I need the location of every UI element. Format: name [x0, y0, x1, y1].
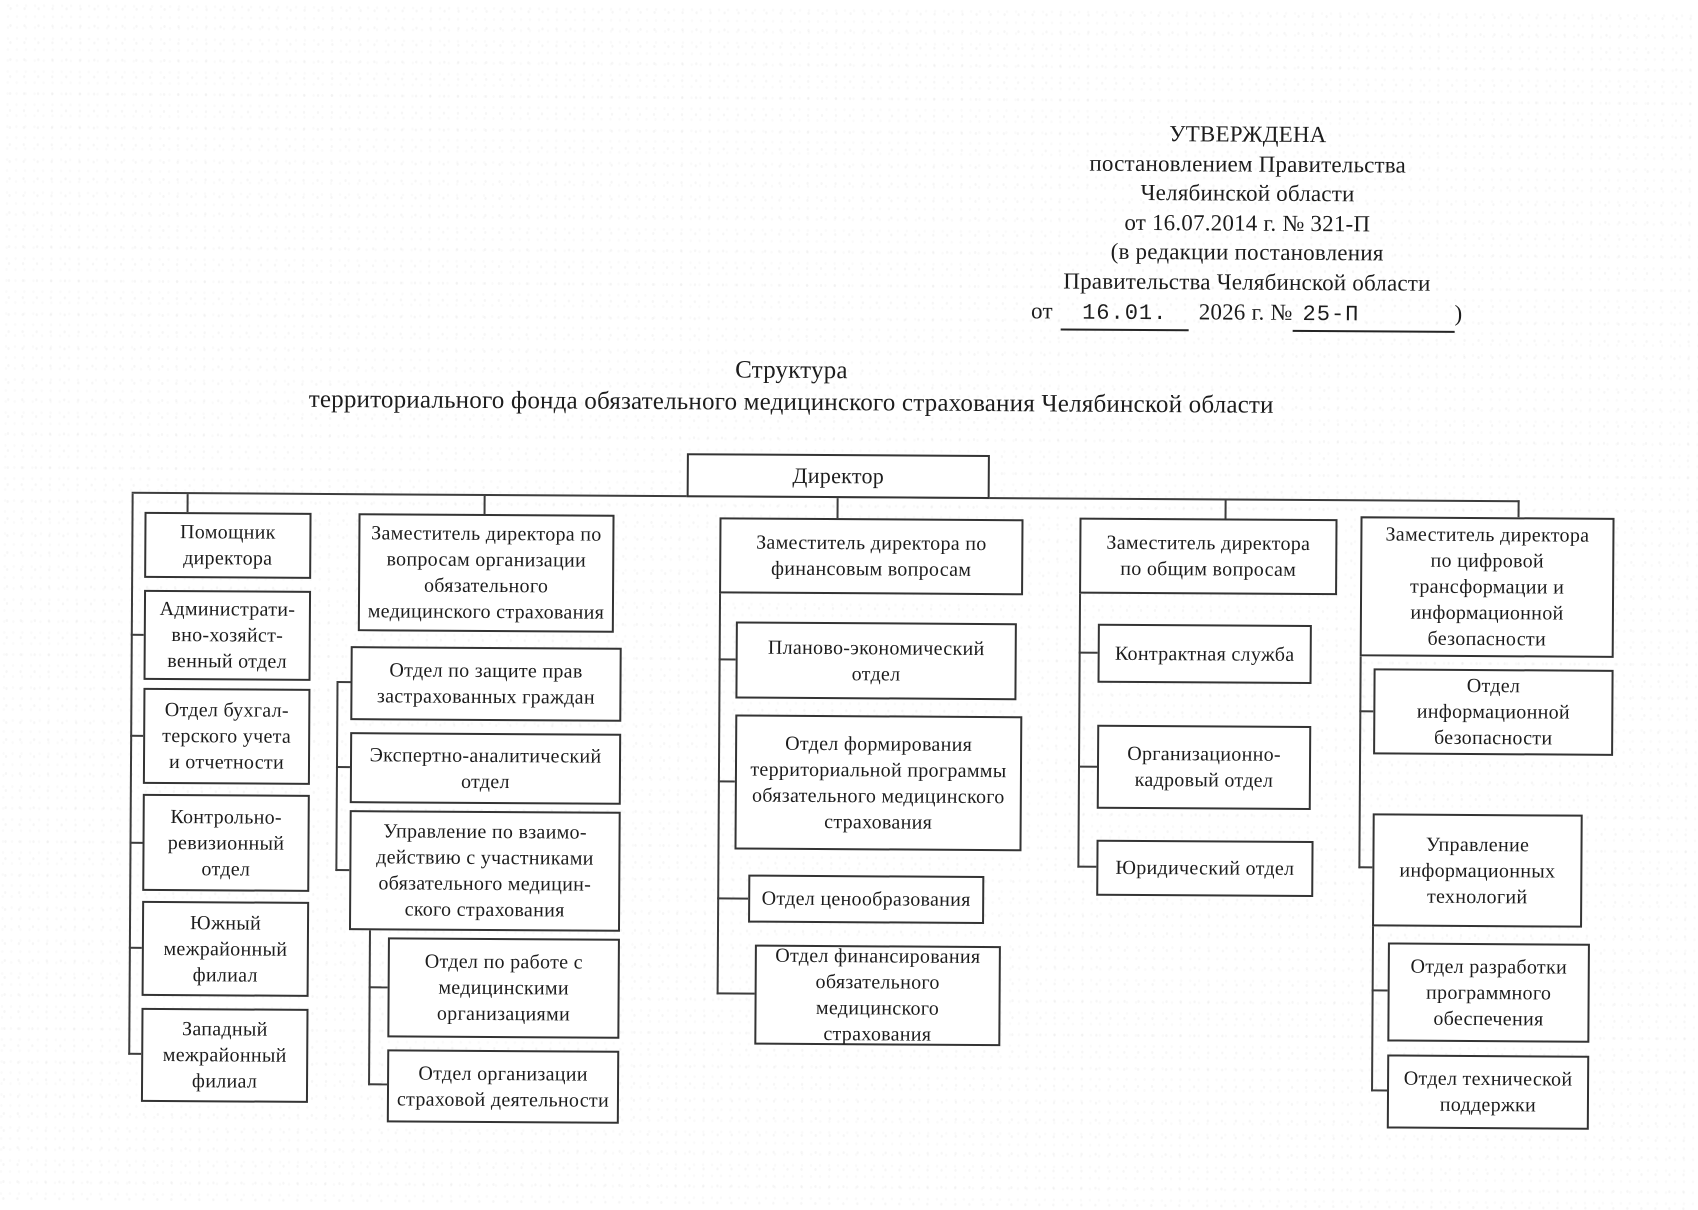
- connector: [368, 986, 388, 989]
- box-organizational-hr-dept: Организационно- кадровый отдел: [1096, 724, 1312, 811]
- box-information-security-dept: Отдел информационной безопасности: [1373, 668, 1614, 756]
- box-software-development-dept: Отдел разработки программного обеспечени…: [1387, 942, 1590, 1043]
- box-insured-rights-protection-dept: Отдел по защите прав застрахованных граж…: [350, 646, 622, 722]
- connector: [1371, 1089, 1388, 1092]
- connector: [129, 841, 143, 844]
- connector: [186, 494, 189, 513]
- box-medical-organizations-dept: Отдел по работе с медицинскими организац…: [387, 937, 620, 1039]
- connector: [1077, 593, 1082, 868]
- connector: [1517, 500, 1520, 518]
- connector: [836, 498, 839, 519]
- box-west-interdistrict-branch: Западный межрайонный филиал: [140, 1007, 309, 1103]
- box-territorial-program-dept: Отдел формирования территориальной прогр…: [734, 714, 1023, 852]
- connector: [1358, 656, 1362, 869]
- connector: [1078, 651, 1098, 654]
- box-oms-participants-directorate: Управление по взаимо- действию с участни…: [348, 810, 621, 932]
- box-administrative-household-dept: Администрати- вно-хозяйст- венный отдел: [143, 589, 312, 681]
- connector: [368, 930, 371, 1086]
- box-it-directorate: Управление информационных технологий: [1372, 813, 1583, 928]
- connector: [717, 897, 749, 900]
- box-insurance-activity-dept: Отдел организации страховой деятельности: [386, 1049, 620, 1124]
- connector: [128, 946, 142, 949]
- connector: [1371, 926, 1375, 1092]
- box-deputy-finance: Заместитель директора по финансовым вопр…: [719, 517, 1024, 596]
- box-accounting-reporting-dept: Отдел бухгал- терского учета и отчетност…: [142, 687, 311, 785]
- connector: [368, 1083, 388, 1086]
- connector: [1359, 710, 1374, 713]
- box-legal-dept: Юридический отдел: [1096, 839, 1314, 898]
- connector: [335, 869, 350, 872]
- connector: [717, 780, 735, 783]
- connector: [718, 658, 736, 661]
- box-technical-support-dept: Отдел технической поддержки: [1386, 1054, 1590, 1130]
- box-south-interdistrict-branch: Южный межрайонный филиал: [141, 900, 310, 997]
- connector: [1077, 765, 1098, 768]
- connector: [1077, 865, 1097, 868]
- connector: [336, 681, 351, 684]
- box-planning-economic-dept: Планово-экономический отдел: [735, 621, 1017, 701]
- connector: [130, 633, 144, 636]
- box-deputy-digital-transformation: Заместитель директора по цифровой трансф…: [1359, 516, 1615, 658]
- box-pricing-dept: Отдел ценообразования: [748, 874, 985, 925]
- box-deputy-oms-organization: Заместитель директора по вопросам органи…: [357, 513, 615, 633]
- box-assistant-director: Помощник директора: [144, 511, 312, 579]
- connector: [483, 495, 486, 514]
- connector: [1224, 500, 1227, 519]
- connector: [128, 1052, 142, 1055]
- box-contract-service: Контрактная служба: [1097, 623, 1312, 685]
- connector: [335, 681, 339, 872]
- box-deputy-general-affairs: Заместитель директора по общим вопросам: [1079, 517, 1338, 596]
- connector: [716, 992, 755, 995]
- box-oms-financing-dept: Отдел финансирования обязательного медиц…: [754, 944, 1001, 1047]
- connector: [128, 493, 134, 1055]
- connector: [716, 592, 722, 995]
- connector: [1358, 866, 1373, 869]
- box-expert-analytical-dept: Экспертно-аналитический отдел: [349, 732, 622, 805]
- connector: [130, 734, 144, 737]
- box-director: Директор: [686, 453, 990, 500]
- connector: [335, 766, 350, 769]
- connector: [1371, 989, 1388, 992]
- box-control-audit-dept: Контрольно- ревизионный отдел: [142, 793, 310, 892]
